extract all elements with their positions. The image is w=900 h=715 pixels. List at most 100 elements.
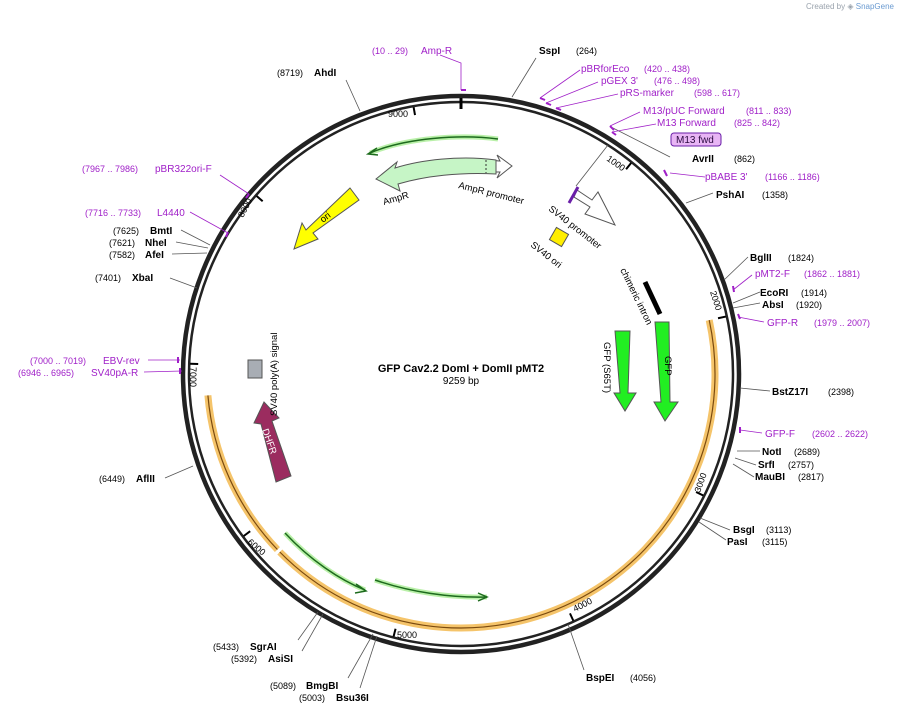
site-pasi-name: PasI (727, 537, 748, 548)
site-ahdi-pos: (8719) (277, 68, 303, 78)
credit-brand: SnapGene (855, 2, 894, 11)
tick-mark (625, 162, 632, 170)
site-aflii-name: AflII (136, 474, 155, 485)
site-ecori-pos: (1914) (801, 288, 827, 298)
site-asisi-pos: (5392) (231, 654, 257, 664)
ampr-promoter-label: AmpR promoter (457, 180, 525, 207)
site-nhei-pos: (7621) (109, 238, 135, 248)
primer-l4440-pos: (7716 .. 7733) (85, 208, 141, 218)
gfp-arrow (653, 321, 679, 422)
ampr-label: AmpR (382, 190, 411, 208)
site-bmti-name: BmtI (150, 226, 172, 237)
orf-highlights (204, 319, 719, 632)
sv40-promoter-marker (567, 186, 580, 204)
site-nhei-name: NheI (145, 238, 167, 249)
chimeric-intron-bar (642, 280, 663, 316)
gfp-s65t-label: GFP (S65T) (601, 342, 612, 393)
tick-mark (392, 628, 397, 637)
site-bspei-name: BspEI (586, 673, 615, 684)
m13-fwd-connector (575, 144, 609, 187)
primer-pbabe3-name: pBABE 3' (705, 172, 748, 183)
primer-pbrforeco-name: pBRforEco (581, 64, 630, 75)
ampr-orf-arrowhead (365, 147, 379, 156)
site-bsgi-name: BsgI (733, 525, 755, 536)
label-connectors (164, 57, 771, 689)
site-sspi-pos: (264) (576, 46, 597, 56)
site-srfi-pos: (2757) (788, 460, 814, 470)
plasmid-size: 9259 bp (443, 376, 480, 387)
primer-pgex3-pos: (476 .. 498) (654, 76, 700, 86)
m13-fwd-badge[interactable] (670, 132, 722, 147)
backbone-outer-circle (180, 93, 742, 655)
primer-sv40pa-r-pos: (6946 .. 6965) (18, 368, 74, 378)
primer-prs-marker-name: pRS-marker (620, 88, 675, 99)
orf-arc-lower-2-line (374, 579, 488, 598)
site-maubi-pos: (2817) (798, 472, 824, 482)
primer-ticks (177, 89, 741, 433)
primer-connectors (143, 54, 765, 434)
dhfr-arrow (253, 401, 292, 483)
ori-arrow (293, 187, 360, 250)
chimeric-intron-label: chimeric intron (617, 266, 654, 326)
site-afei-name: AfeI (145, 250, 164, 261)
tick-mark (412, 107, 416, 116)
site-bglii-name: BglII (750, 253, 772, 264)
site-avrii-name: AvrII (692, 154, 714, 165)
orf-highlight-line (279, 320, 716, 629)
sv40-promoter-arrow (573, 189, 617, 226)
site-bsgi-pos: (3113) (766, 525, 791, 535)
primer-pbr322ori-f-pos: (7967 .. 7986) (82, 164, 138, 174)
primer-gfp-f-name: GFP-F (765, 429, 795, 440)
snapgene-credit: Created by ◈ SnapGene (806, 2, 894, 11)
site-pshai-pos: (1358) (762, 190, 788, 200)
orf-highlight-line-2 (207, 395, 278, 550)
primer-m13puc-forward-name: M13/pUC Forward (643, 106, 725, 117)
primer-sv40pa-r-name: SV40pA-R (91, 368, 138, 379)
primer-pmt2-f-name: pMT2-F (755, 269, 790, 280)
ampr-orf-arc (369, 134, 499, 156)
site-afei-pos: (7582) (109, 250, 135, 260)
orf-arc-lower-1 (283, 531, 366, 593)
sv40-ori-box (548, 226, 570, 248)
gfp-s65t-arrow (613, 330, 637, 412)
site-pshai-name: PshAI (716, 190, 745, 201)
sv40-polya-box (247, 359, 263, 379)
primer-ebv-rev-pos: (7000 .. 7019) (30, 356, 86, 366)
site-noti-pos: (2689) (794, 447, 820, 457)
primer-m13puc-forward-pos: (811 .. 833) (746, 106, 791, 116)
primer-pbrforeco-pos: (420 .. 438) (644, 64, 690, 74)
primer-amp-r-pos: (10 .. 29) (372, 46, 408, 56)
site-bsu36i-pos: (5003) (299, 693, 325, 703)
site-aflii-pos: (6449) (99, 474, 125, 484)
site-sgrai-pos: (5433) (213, 642, 239, 652)
site-absi-pos: (1920) (796, 300, 822, 310)
site-bspei-pos: (4056) (630, 673, 656, 683)
primer-pbr322ori-f-name: pBR322ori-F (155, 164, 212, 175)
site-ahdi-name: AhdI (314, 68, 336, 79)
orf-arc-lower-2-arrowhead (477, 592, 489, 602)
site-pasi-pos: (3115) (762, 537, 787, 547)
site-bmgbi-name: BmgBI (306, 681, 338, 692)
site-bglii-pos: (1824) (788, 253, 814, 263)
site-xbai-pos: (7401) (95, 273, 121, 283)
tick-label-8000: 8000 (236, 197, 254, 219)
site-bmgbi-pos: (5089) (270, 681, 296, 691)
tick-label-7000: 7000 (188, 367, 198, 387)
orf-arc-lower-1-line (284, 532, 366, 591)
site-srfi-name: SrfI (758, 460, 775, 471)
tick-mark (569, 612, 575, 622)
site-asisi-name: AsiSI (268, 654, 293, 665)
sv40-polya-label: SV40 poly(A) signal (269, 333, 280, 416)
tick-mark (255, 195, 264, 203)
site-bstz17i-name: BstZ17I (772, 387, 808, 398)
primer-gfp-f-pos: (2602 .. 2622) (812, 429, 868, 439)
site-avrii-pos: (862) (734, 154, 755, 164)
site-bmti-pos: (7625) (113, 226, 139, 236)
site-sspi-name: SspI (539, 46, 560, 57)
site-sgrai-name: SgrAI (250, 642, 277, 653)
site-maubi-name: MauBI (755, 472, 785, 483)
m13-fwd-badge-label: M13 fwd (676, 135, 714, 146)
ampr-orf-line (369, 136, 499, 154)
site-bsu36i-name: Bsu36I (336, 693, 369, 704)
